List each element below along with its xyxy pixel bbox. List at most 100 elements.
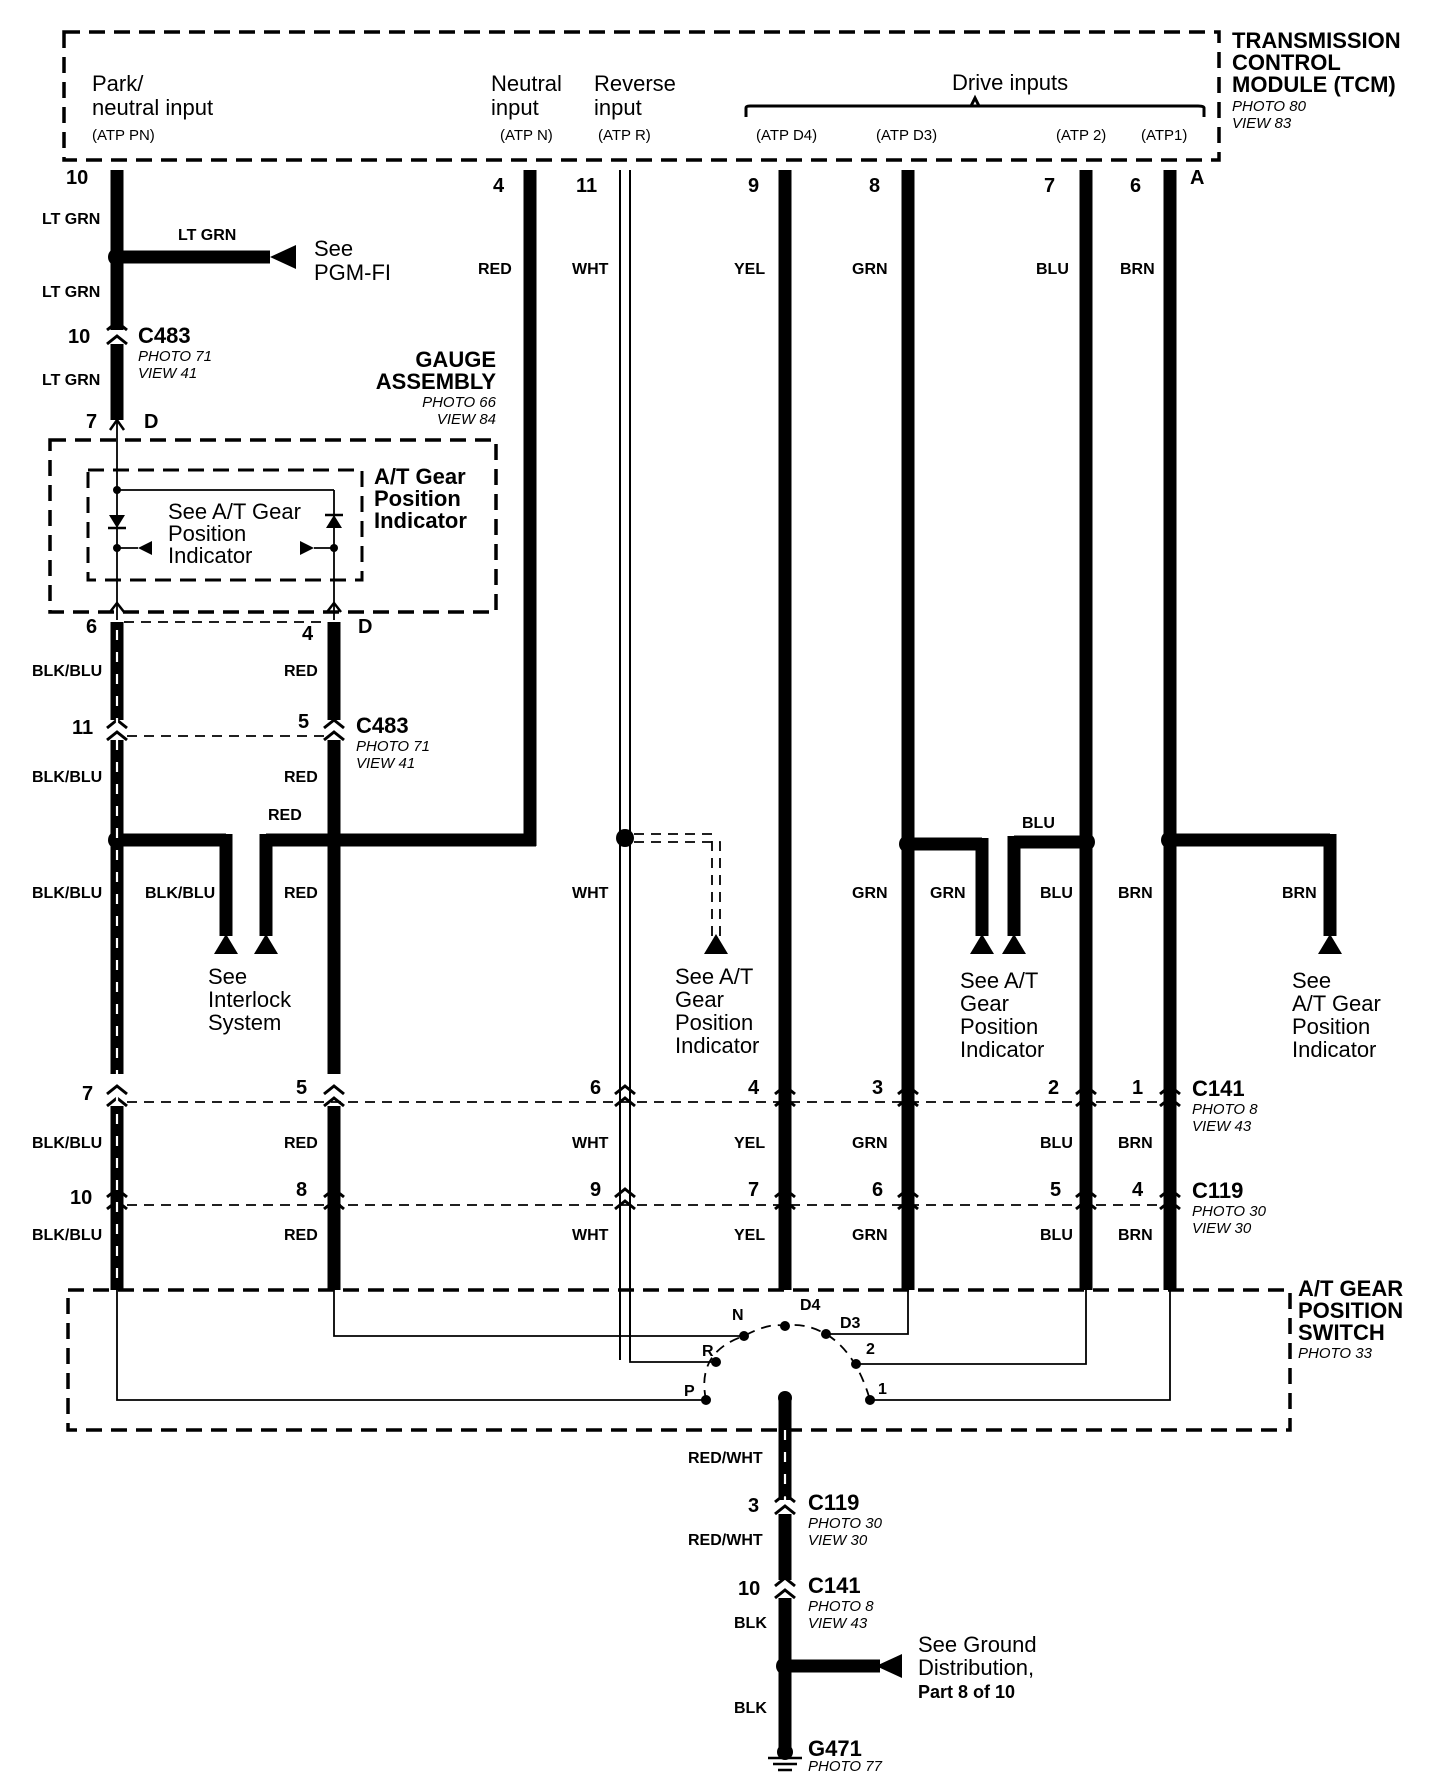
wire-label-lt-grn-pgm: LT GRN <box>178 227 236 244</box>
wire-label-grn-5: GRN <box>852 1227 888 1244</box>
g471-photo: PHOTO 77 <box>808 1758 883 1772</box>
tcm-pin-8: 8 <box>869 175 880 197</box>
indicator-label-2: Position <box>374 486 461 511</box>
see-pgm-fi-2: PGM-FI <box>314 260 391 285</box>
gauge-assembly-box <box>48 438 498 614</box>
tcm-title-3: MODULE (TCM) <box>1232 72 1396 97</box>
c141-ground-view: VIEW 43 <box>808 1615 868 1632</box>
c119-ground-pin-3: 3 <box>748 1495 759 1517</box>
gauge-diode-right <box>326 515 342 528</box>
switch-line-n <box>333 1290 744 1337</box>
wire-label-brn-1: BRN <box>1120 261 1155 278</box>
gauge-diode-left <box>109 515 125 528</box>
switch-title-1: A/T GEAR <box>1298 1276 1403 1301</box>
c483-upper-photo: PHOTO 71 <box>138 348 212 365</box>
wire-label-lt-grn-a: LT GRN <box>42 211 100 228</box>
c119-markers <box>106 1187 1181 1211</box>
wire-label-blk-blu-4: BLK/BLU <box>145 885 215 902</box>
c119-ground-marker <box>774 1492 796 1516</box>
gauge-title-1: GAUGE <box>415 347 496 372</box>
switch-pos-2: 2 <box>866 1341 875 1358</box>
switch-line-r <box>629 1290 716 1363</box>
switch-title-2: POSITION <box>1298 1298 1403 1323</box>
pgm-fi-arrow <box>270 245 296 269</box>
wire-label-red-5: RED <box>284 1135 318 1152</box>
c119-photo: PHOTO 30 <box>1192 1203 1267 1220</box>
reverse-label-1: Reverse <box>594 71 676 96</box>
c483-lower-photo: PHOTO 71 <box>356 738 430 755</box>
gauge-photo: PHOTO 66 <box>422 394 497 411</box>
tcm-pin-6: 6 <box>1130 175 1141 197</box>
wire-label-red-wht-2: RED/WHT <box>688 1532 763 1549</box>
gauge-view: VIEW 84 <box>437 411 496 428</box>
reverse-label-2: input <box>594 95 642 120</box>
park-neutral-label-2: neutral input <box>92 95 213 120</box>
neutral-label-1: Neutral <box>491 71 562 96</box>
see-indicator-2: Position <box>168 521 246 546</box>
wire-label-lt-grn-b: LT GRN <box>42 284 100 301</box>
c119-pin-6: 6 <box>872 1179 883 1201</box>
tcm-pin-9: 9 <box>748 175 759 197</box>
indicator-label-1: A/T Gear <box>374 464 466 489</box>
see-indicator-3: Indicator <box>168 543 252 568</box>
see-interlock-2: Interlock <box>208 987 292 1012</box>
c119-pin-9: 9 <box>590 1179 601 1201</box>
switch-pos-p: P <box>684 1383 695 1400</box>
gauge-led-right-icon <box>300 541 314 555</box>
c119-pin-7: 7 <box>748 1179 759 1201</box>
atp-2-code: (ATP 2) <box>1056 127 1106 144</box>
wire-label-lt-grn-c: LT GRN <box>42 372 100 389</box>
c141-pin-7: 7 <box>82 1083 93 1105</box>
gauge-connector-d-bottom: D <box>358 616 372 638</box>
switch-pos-d3: D3 <box>840 1315 861 1332</box>
c483-lower-right-marker <box>323 718 345 742</box>
c483-upper-view: VIEW 41 <box>138 365 197 382</box>
wire-label-red-4: RED <box>284 885 318 902</box>
atp-1-code: (ATP1) <box>1141 127 1187 144</box>
wire-label-red-2: RED <box>284 769 318 786</box>
wire-label-blk-blu-6: BLK/BLU <box>32 1227 102 1244</box>
see-indicator-1: See A/T Gear <box>168 499 301 524</box>
c119-ground-view: VIEW 30 <box>808 1532 868 1549</box>
ground-node <box>777 1744 793 1760</box>
wire-wht-branch <box>634 833 721 936</box>
c483-lower-name: C483 <box>356 713 409 738</box>
c483-pin-10: 10 <box>68 326 90 348</box>
wire-label-grn-3: GRN <box>930 885 966 902</box>
indicator-inner-box <box>86 468 364 582</box>
see-at-grn-4: Indicator <box>960 1037 1044 1062</box>
tcm-pin-7: 7 <box>1044 175 1055 197</box>
c483-upper-connector <box>106 320 128 346</box>
wire-label-brn-4: BRN <box>1118 1135 1153 1152</box>
tcm-connector-a: A <box>1190 167 1204 189</box>
wire-label-blu-2: BLU <box>1022 815 1055 832</box>
wire-label-blk-1: BLK <box>734 1615 767 1632</box>
c141-pin-6: 6 <box>590 1077 601 1099</box>
tcm-pin-10: 10 <box>66 167 88 189</box>
neutral-label-2: input <box>491 95 539 120</box>
tcm-pin-11: 11 <box>576 175 597 197</box>
switch-photo: PHOTO 33 <box>1298 1345 1373 1362</box>
wire-label-red-6: RED <box>284 1227 318 1244</box>
gauge-pin-7: 7 <box>86 411 97 433</box>
c141-view: VIEW 43 <box>1192 1118 1252 1135</box>
wire-label-blu-1: BLU <box>1036 261 1069 278</box>
switch-line-p <box>116 1290 706 1401</box>
see-at-wht-3: Position <box>675 1010 753 1035</box>
see-at-wht-4: Indicator <box>675 1033 759 1058</box>
wire-label-blu-5: BLU <box>1040 1227 1073 1244</box>
see-at-wht-1: See A/T <box>675 964 753 989</box>
wire-label-blu-3: BLU <box>1040 885 1073 902</box>
gauge-title-2: ASSEMBLY <box>376 369 497 394</box>
gauge-connector-d-top: D <box>144 411 158 433</box>
wire-label-yel-2: YEL <box>734 1135 765 1152</box>
switch-box <box>66 1288 1292 1432</box>
c119-pin-4: 4 <box>1132 1179 1144 1201</box>
ground-dist-arrow <box>876 1654 902 1678</box>
atp-n-code: (ATP N) <box>500 127 553 144</box>
switch-contact-d4 <box>780 1321 790 1331</box>
gauge-led-left-icon <box>138 541 152 555</box>
switch-contact-n <box>739 1331 749 1341</box>
tcm-photo: PHOTO 80 <box>1232 98 1307 115</box>
wire-label-blk-blu-1: BLK/BLU <box>32 663 102 680</box>
